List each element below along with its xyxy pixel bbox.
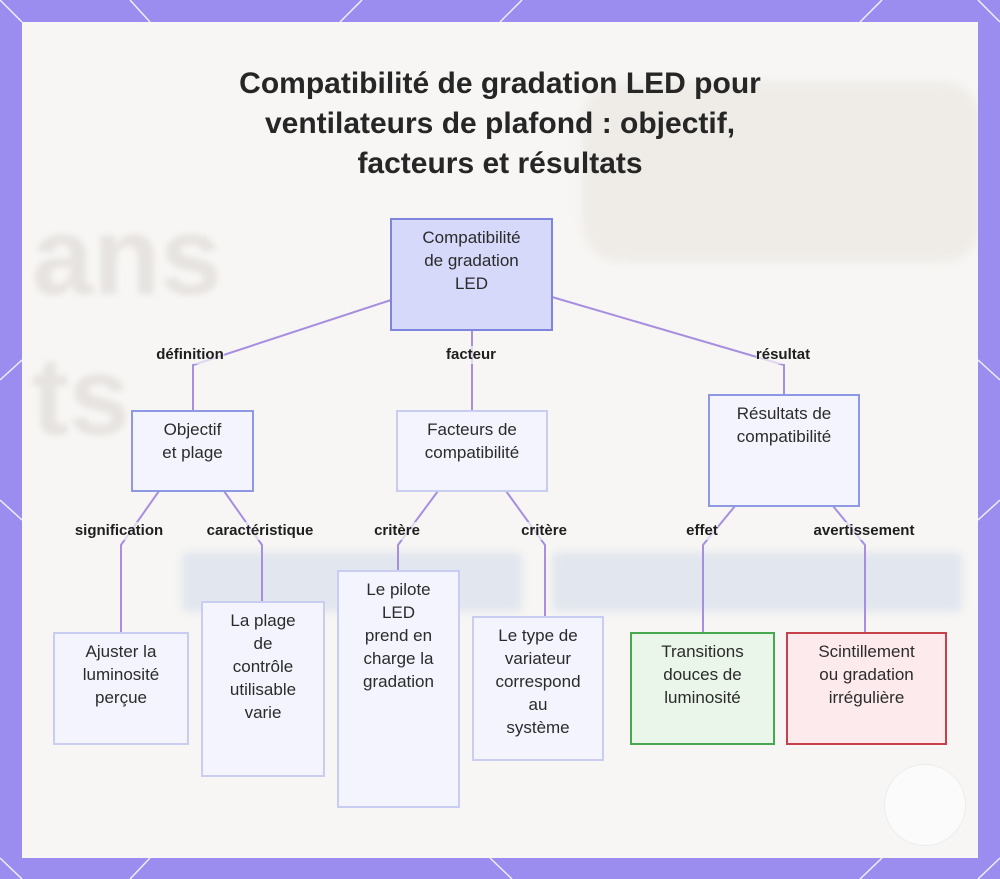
edge-root-results	[552, 297, 784, 395]
edge-label-effect: effet	[686, 522, 718, 540]
edge-objective-range	[224, 491, 262, 602]
edge-label-criterion-1: critère	[374, 522, 420, 540]
edge-label-characteristic: caractéristique	[207, 522, 314, 540]
edge-label-definition: définition	[156, 346, 224, 364]
edge-label-meaning: signification	[75, 522, 163, 540]
edge-label-factor: facteur	[446, 346, 496, 364]
edge-objective-adjust	[121, 491, 159, 633]
edge-label-warning: avertissement	[814, 522, 915, 540]
edge-label-criterion-2: critère	[521, 522, 567, 540]
edge-factors-dimmer	[506, 491, 545, 617]
edge-label-result: résultat	[756, 346, 810, 364]
